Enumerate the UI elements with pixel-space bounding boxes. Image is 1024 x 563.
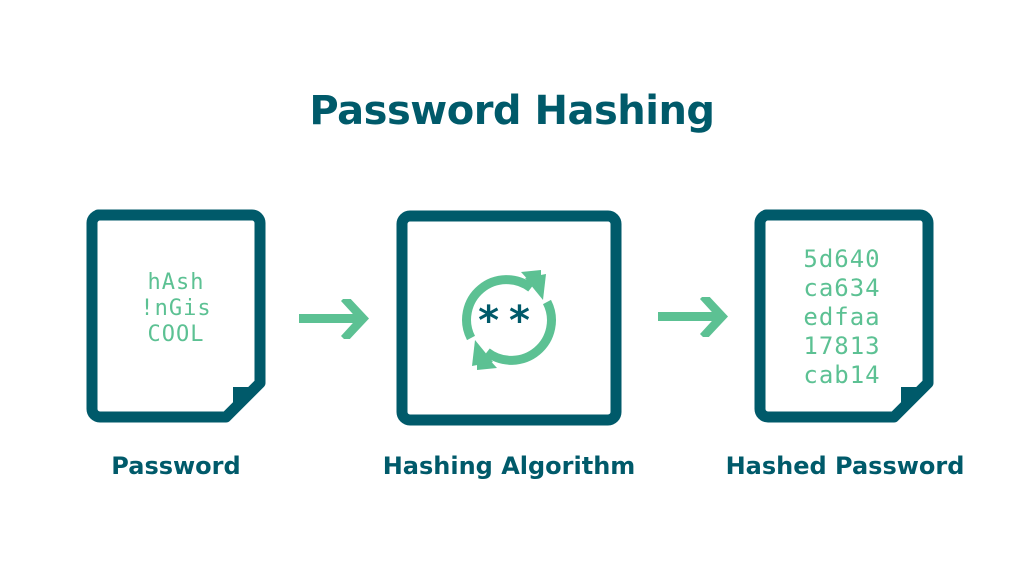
- hash-line: ca634: [803, 274, 881, 302]
- hashing-algorithm-label: Hashing Algorithm: [382, 452, 636, 480]
- hashed-password-node: 5d640 ca634 edfaa 17813 cab14: [754, 209, 934, 424]
- hash-line: edfaa: [803, 303, 881, 331]
- password-node: hAsh !nGis COOL: [86, 209, 266, 424]
- password-line: COOL: [147, 322, 205, 347]
- password-text: hAsh !nGis COOL: [86, 272, 266, 346]
- password-label: Password: [111, 452, 241, 480]
- hashed-password-label: Hashed Password: [725, 452, 965, 480]
- arrow-right-icon: [658, 297, 728, 337]
- hashing-algorithm-node: **: [396, 210, 622, 426]
- algorithm-box: [396, 210, 622, 426]
- asterisk-icon: *: [509, 298, 540, 344]
- hash-line: 5d640: [803, 245, 881, 273]
- arrow-right-icon: [299, 299, 369, 339]
- refresh-cycle-icon: [462, 270, 556, 370]
- document-icon: [86, 209, 266, 423]
- asterisk-icon: *: [478, 298, 509, 344]
- password-line: !nGis: [140, 296, 212, 321]
- document-icon: [754, 209, 934, 423]
- hash-line: cab14: [803, 361, 881, 389]
- asterisk-icons: **: [396, 298, 622, 344]
- password-line: hAsh: [147, 270, 205, 295]
- hash-line: 17813: [803, 332, 881, 360]
- hashed-password-text: 5d640 ca634 edfaa 17813 cab14: [754, 247, 930, 387]
- diagram-title: Password Hashing: [309, 88, 715, 134]
